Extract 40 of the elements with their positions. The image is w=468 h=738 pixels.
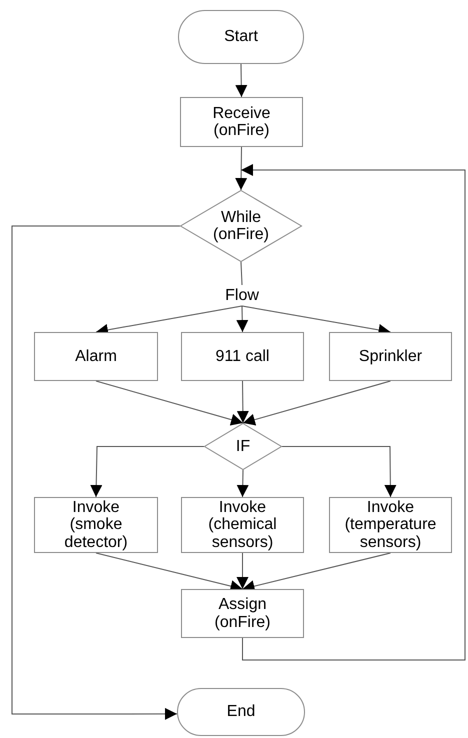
arrow: [236, 470, 249, 498]
arrow: [96, 552, 243, 592]
node-label: Start: [224, 28, 258, 46]
arrow: [235, 146, 248, 190]
node-label: Sprinkler: [358, 348, 422, 366]
arrow: [236, 306, 248, 332]
decision-diamond: [180, 190, 302, 262]
arrow: [90, 446, 204, 498]
process-box: [329, 332, 452, 381]
node-label: Invoke (chemical sensors): [207, 499, 278, 551]
terminal-shape: [177, 688, 305, 736]
process-box: [181, 497, 304, 553]
arrow: [12, 226, 180, 720]
arrow: [236, 380, 249, 424]
decision-diamond: [204, 423, 282, 470]
node-label: While (onFire): [212, 208, 270, 244]
arrow: [235, 64, 248, 98]
arrow: [236, 552, 248, 590]
node-label: End: [226, 703, 256, 721]
connector-line: [240, 262, 242, 286]
node-label: Assign (onFire): [213, 596, 272, 631]
node-label: Receive (onFire): [212, 104, 272, 140]
process-box: [181, 332, 304, 381]
process-box: [180, 97, 303, 147]
terminal-shape: [178, 10, 304, 64]
arrow: [242, 552, 391, 592]
arrow: [240, 164, 466, 660]
node-label: 911 call: [216, 348, 270, 366]
node-label: IF: [236, 438, 250, 456]
process-box: [34, 332, 158, 381]
flow-label: Flow: [220, 285, 264, 306]
process-box: [329, 497, 452, 553]
process-box: [34, 497, 158, 553]
node-label: Alarm: [75, 348, 117, 366]
arrow: [282, 446, 396, 498]
arrow: [96, 380, 244, 426]
node-label: Invoke (temperature sensors): [344, 499, 438, 551]
arrow: [242, 380, 391, 426]
process-box: [181, 589, 304, 638]
node-label: Invoke (smoke detector): [63, 499, 129, 551]
